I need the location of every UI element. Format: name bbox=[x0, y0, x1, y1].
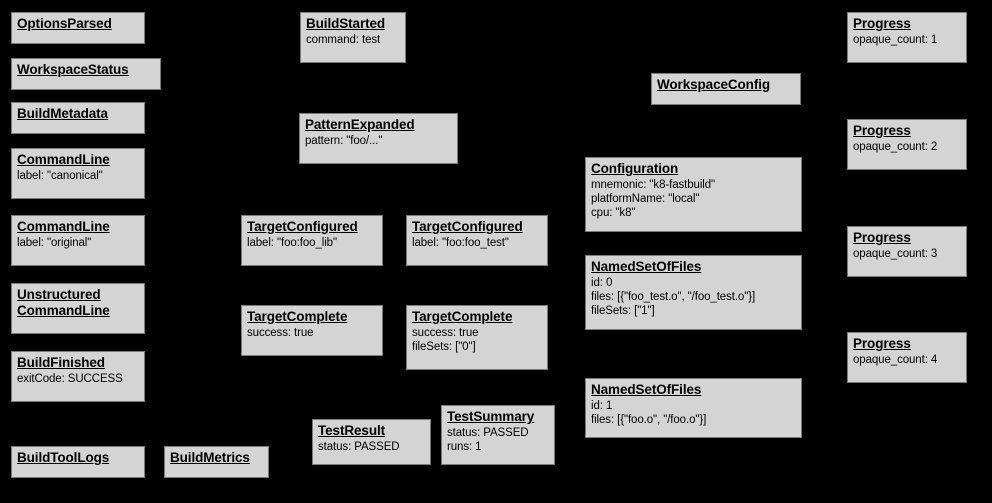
node-field: opaque_count: 3 bbox=[853, 248, 938, 260]
node-target-complete-foo-lib[interactable]: TargetComplete success: true bbox=[241, 305, 383, 356]
node-title: Configuration bbox=[591, 161, 679, 176]
node-fields: exitCode: SUCCESS bbox=[17, 372, 139, 386]
node-title: OptionsParsed bbox=[17, 16, 112, 31]
node-title: BuildMetrics bbox=[170, 450, 250, 465]
node-field: cpu: "k8" bbox=[591, 207, 636, 219]
node-field: runs: 1 bbox=[447, 441, 482, 453]
node-field: fileSets: ["0"] bbox=[412, 341, 476, 353]
node-fields: label: "foo:foo_test" bbox=[412, 236, 542, 250]
node-title: WorkspaceStatus bbox=[17, 62, 129, 77]
node-title: BuildStarted bbox=[306, 16, 386, 31]
node-title: Progress bbox=[853, 336, 911, 351]
node-fields: success: true bbox=[247, 326, 377, 340]
node-title: CommandLine bbox=[17, 152, 110, 167]
node-title: TargetConfigured bbox=[247, 219, 358, 234]
node-fields: opaque_count: 4 bbox=[853, 353, 961, 367]
node-field: success: true bbox=[412, 327, 479, 339]
node-field: id: 1 bbox=[591, 400, 613, 412]
node-command-line-canonical[interactable]: CommandLine label: "canonical" bbox=[11, 148, 145, 199]
node-named-set-of-files-1[interactable]: NamedSetOfFiles id: 1 files: [{"foo.o", "/… bbox=[585, 378, 802, 438]
node-test-summary[interactable]: TestSummary status: PASSED runs: 1 bbox=[441, 405, 555, 465]
node-fields: command: test bbox=[306, 33, 400, 47]
node-field: label: "foo:foo_lib" bbox=[247, 237, 337, 249]
node-field: success: true bbox=[247, 327, 314, 339]
node-workspace-config[interactable]: WorkspaceConfig bbox=[651, 73, 801, 105]
node-fields: success: true fileSets: ["0"] bbox=[412, 326, 542, 354]
node-fields: status: PASSED runs: 1 bbox=[447, 426, 549, 454]
node-fields: status: PASSED bbox=[318, 440, 425, 454]
node-build-tool-logs[interactable]: BuildToolLogs bbox=[11, 446, 145, 478]
node-fields: opaque_count: 3 bbox=[853, 247, 961, 261]
node-configuration[interactable]: Configuration mnemonic: "k8-fastbuild" pla… bbox=[585, 157, 802, 232]
node-title: TargetComplete bbox=[247, 309, 348, 324]
node-target-complete-foo-test[interactable]: TargetComplete success: true fileSets: ["0… bbox=[406, 305, 548, 370]
node-field: files: [{"foo_test.o", "/foo_test.o"}] bbox=[591, 291, 756, 303]
node-title: BuildMetadata bbox=[17, 106, 108, 121]
node-field: status: PASSED bbox=[318, 441, 400, 453]
node-test-result[interactable]: TestResult status: PASSED bbox=[312, 419, 431, 465]
node-fields: label: "foo:foo_lib" bbox=[247, 236, 377, 250]
node-fields: id: 1 files: [{"foo.o", "/foo.o"}] bbox=[591, 399, 796, 427]
node-title: NamedSetOfFiles bbox=[591, 259, 702, 274]
node-options-parsed[interactable]: OptionsParsed bbox=[11, 12, 145, 44]
node-title: WorkspaceConfig bbox=[657, 77, 771, 92]
node-fields: label: "canonical" bbox=[17, 169, 139, 183]
node-unstructured-command-line[interactable]: Unstructured CommandLine bbox=[11, 283, 145, 334]
node-field: label: "original" bbox=[17, 237, 92, 249]
node-field: label: "canonical" bbox=[17, 170, 103, 182]
node-build-started[interactable]: BuildStarted command: test bbox=[300, 12, 406, 63]
node-field: files: [{"foo.o", "/foo.o"}] bbox=[591, 414, 707, 426]
node-command-line-original[interactable]: CommandLine label: "original" bbox=[11, 215, 145, 266]
node-field: opaque_count: 4 bbox=[853, 354, 938, 366]
node-fields: id: 0 files: [{"foo_test.o", "/foo_test.o… bbox=[591, 276, 796, 318]
node-progress-3[interactable]: Progress opaque_count: 3 bbox=[847, 226, 967, 277]
node-title: TargetConfigured bbox=[412, 219, 523, 234]
node-field: mnemonic: "k8-fastbuild" bbox=[591, 179, 716, 191]
node-field: fileSets: ["1"] bbox=[591, 305, 655, 317]
node-progress-2[interactable]: Progress opaque_count: 2 bbox=[847, 119, 967, 170]
node-fields: mnemonic: "k8-fastbuild" platformName: "l… bbox=[591, 178, 796, 220]
node-fields: pattern: "foo/..." bbox=[305, 134, 452, 148]
node-pattern-expanded[interactable]: PatternExpanded pattern: "foo/..." bbox=[299, 113, 458, 164]
node-title: Progress bbox=[853, 230, 911, 245]
node-title: NamedSetOfFiles bbox=[591, 382, 702, 397]
node-field: opaque_count: 1 bbox=[853, 34, 938, 46]
node-target-configured-foo-lib[interactable]: TargetConfigured label: "foo:foo_lib" bbox=[241, 215, 383, 266]
node-field: opaque_count: 2 bbox=[853, 141, 938, 153]
node-target-configured-foo-test[interactable]: TargetConfigured label: "foo:foo_test" bbox=[406, 215, 548, 266]
node-title: CommandLine bbox=[17, 219, 110, 234]
node-title: Unstructured CommandLine bbox=[17, 287, 110, 318]
node-field: id: 0 bbox=[591, 277, 613, 289]
node-progress-1[interactable]: Progress opaque_count: 1 bbox=[847, 12, 967, 63]
node-build-metadata[interactable]: BuildMetadata bbox=[11, 102, 145, 134]
node-field: status: PASSED bbox=[447, 427, 529, 439]
node-field: platformName: "local" bbox=[591, 193, 700, 205]
node-field: exitCode: SUCCESS bbox=[17, 373, 123, 385]
node-title: PatternExpanded bbox=[305, 117, 415, 132]
node-field: pattern: "foo/..." bbox=[305, 135, 383, 147]
node-title: BuildToolLogs bbox=[17, 450, 110, 465]
node-title: Progress bbox=[853, 16, 911, 31]
node-title: TestSummary bbox=[447, 409, 535, 424]
node-title: Progress bbox=[853, 123, 911, 138]
node-build-metrics[interactable]: BuildMetrics bbox=[164, 446, 269, 478]
node-title: TargetComplete bbox=[412, 309, 513, 324]
node-workspace-status[interactable]: WorkspaceStatus bbox=[11, 58, 161, 90]
node-title: TestResult bbox=[318, 423, 386, 438]
node-fields: label: "original" bbox=[17, 236, 139, 250]
node-title: BuildFinished bbox=[17, 355, 105, 370]
node-fields: opaque_count: 2 bbox=[853, 140, 961, 154]
node-field: label: "foo:foo_test" bbox=[412, 237, 509, 249]
node-progress-4[interactable]: Progress opaque_count: 4 bbox=[847, 332, 967, 383]
node-named-set-of-files-0[interactable]: NamedSetOfFiles id: 0 files: [{"foo_test.o… bbox=[585, 255, 802, 330]
node-field: command: test bbox=[306, 34, 381, 46]
node-fields: opaque_count: 1 bbox=[853, 33, 961, 47]
node-build-finished[interactable]: BuildFinished exitCode: SUCCESS bbox=[11, 351, 145, 402]
